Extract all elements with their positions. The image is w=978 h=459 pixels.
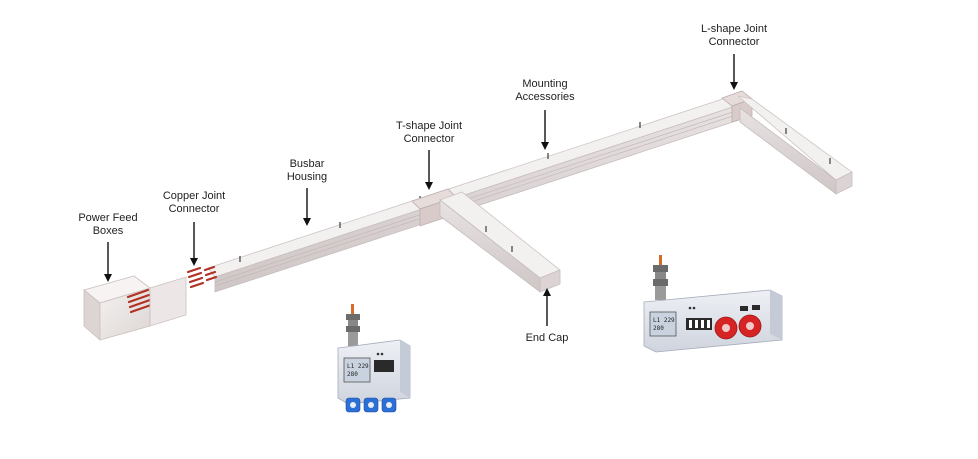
arrow-t-joint	[425, 150, 433, 190]
label-copper-joint-connector: Copper Joint Connector	[150, 190, 238, 216]
svg-text:L1 229: L1 229	[347, 363, 369, 370]
label-line: Busbar	[289, 158, 325, 170]
label-end-cap: End Cap	[525, 332, 569, 344]
arrow-mounting-accessories	[541, 110, 549, 150]
label-line: Mounting	[522, 78, 568, 90]
label-line: Boxes	[92, 225, 124, 237]
tap-off-box-icon: L1 229 280	[643, 255, 783, 353]
label-busbar-housing: Busbar Housing	[268, 158, 346, 184]
svg-text:280: 280	[347, 371, 358, 378]
label-t-shape-joint-connector: T-shape Joint Connector	[383, 120, 475, 146]
t-branch-arm	[439, 191, 561, 293]
arrow-power-feed	[104, 242, 112, 282]
tap-off-box-icon: L1 229 280	[337, 304, 411, 413]
label-line: Connector	[403, 133, 455, 145]
label-line: T-shape Joint	[395, 120, 463, 132]
label-line: Connector	[168, 203, 220, 215]
pointer-arrows	[104, 54, 738, 326]
arrow-busbar-housing	[303, 188, 311, 226]
l-branch-arm	[737, 95, 853, 195]
label-power-feed-boxes: Power Feed Boxes	[70, 212, 146, 238]
arrow-copper-joint	[190, 222, 198, 266]
label-line: Connector	[708, 36, 760, 48]
arrow-l-joint	[730, 54, 738, 90]
power-feed-box-shape	[83, 275, 187, 341]
label-line: Copper Joint	[162, 190, 226, 202]
copper-joint-bars	[186, 265, 218, 289]
label-line: Housing	[286, 171, 328, 183]
label-line: Accessories	[515, 91, 575, 103]
label-line: Power Feed	[78, 212, 138, 224]
svg-text:280: 280	[653, 325, 664, 332]
label-l-shape-joint-connector: L-shape Joint Connector	[688, 23, 780, 49]
label-mounting-accessories: Mounting Accessories	[503, 78, 587, 104]
label-line: L-shape Joint	[700, 23, 768, 35]
busbar-housing-shape	[207, 93, 746, 293]
arrow-end-cap	[543, 288, 551, 326]
svg-text:L1 229: L1 229	[653, 317, 675, 324]
